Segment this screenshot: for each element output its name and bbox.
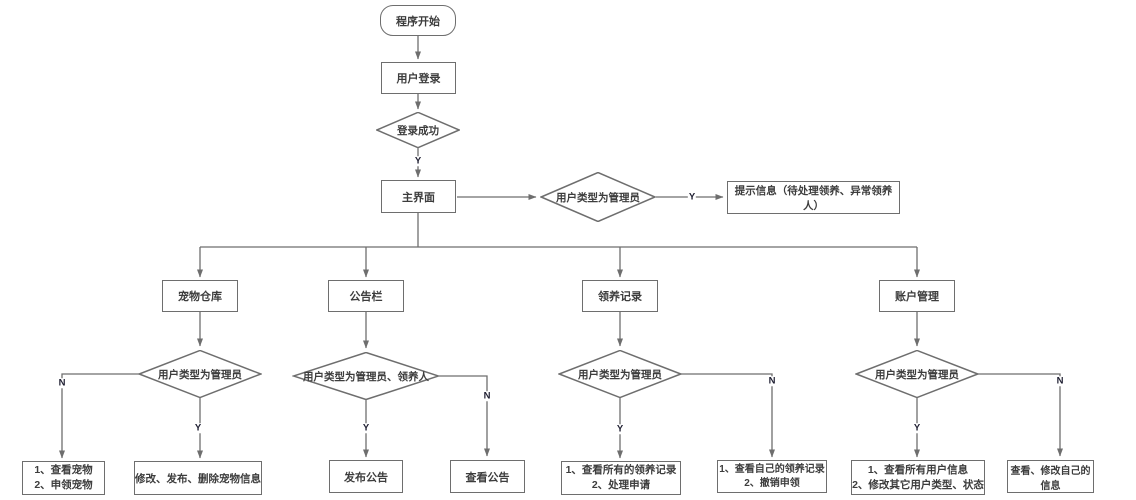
edge-label-yes: Y [687,191,697,203]
edge-label-yes: Y [912,422,922,434]
edge-label-yes: Y [615,423,625,435]
decision-label: 登录成功 [397,124,439,137]
bulletin-node: 公告栏 [328,280,404,312]
view-notice-node: 查看公告 [450,460,525,493]
admin-info-node: 提示信息（待处理领养、异常领养人） [727,181,900,214]
action-line: 1、查看宠物 [34,464,93,477]
action-line: 2、撤销申领 [744,477,800,489]
action-line: 1、查看自己的领养记录 [719,463,825,475]
decision-label: 用户类型为管理员 [158,368,242,381]
account-admin-check-decision: 用户类型为管理员 [855,350,979,398]
edge-label-no: N [1055,375,1065,387]
account-admin-actions-node: 1、查看所有用户信息 2、修改其它用户类型、状态 [851,460,985,495]
adopt-records-node: 领养记录 [582,280,658,312]
edge-label-yes: Y [413,155,423,167]
edge-label-no: N [57,377,67,389]
decision-label: 用户类型为管理员 [556,191,640,204]
edge-label-no: N [767,375,777,387]
pet-user-actions-node: 1、查看宠物 2、申领宠物 [22,461,105,495]
diamond-shape-icon [558,350,682,398]
edge-label-no: N [482,390,492,402]
login-node: 用户登录 [381,62,456,94]
start-node: 程序开始 [380,5,456,36]
account-mgmt-node: 账户管理 [879,280,955,312]
action-line: 2、处理申请 [591,479,651,491]
pet-admin-actions-node: 修改、发布、删除宠物信息 [134,461,262,495]
adopt-user-actions-node: 1、查看自己的领养记录 2、撤销申领 [717,460,827,493]
pet-store-node: 宠物仓库 [162,280,238,312]
pet-admin-check-decision: 用户类型为管理员 [138,350,262,398]
action-line: 1、查看所有的领养记录 [565,464,677,477]
action-line: 1、查看所有用户信息 [867,463,969,476]
action-line: 2、修改其它用户类型、状态 [852,478,984,491]
diamond-shape-icon [138,350,262,398]
decision-label: 用户类型为管理员、领养人 [303,370,429,383]
diamond-shape-icon [855,350,979,398]
action-line: 2、申领宠物 [34,479,93,491]
diamond-shape-icon [376,112,460,148]
account-user-actions-node: 查看、修改自己的信息 [1007,460,1094,493]
edge-label-yes: Y [361,422,371,434]
main-admin-check-decision: 用户类型为管理员 [540,172,656,222]
bulletin-admin-check-decision: 用户类型为管理员、领养人 [292,352,440,400]
decision-label: 用户类型为管理员 [875,368,959,381]
login-success-decision: 登录成功 [376,112,460,148]
main-screen-node: 主界面 [381,180,456,213]
diamond-shape-icon [540,172,656,222]
adopt-admin-actions-node: 1、查看所有的领养记录 2、处理申请 [561,461,681,495]
decision-label: 用户类型为管理员 [578,368,662,381]
edge-label-yes: Y [193,422,203,434]
diamond-shape-icon [292,352,440,400]
adopt-admin-check-decision: 用户类型为管理员 [558,350,682,398]
publish-notice-node: 发布公告 [329,460,403,493]
